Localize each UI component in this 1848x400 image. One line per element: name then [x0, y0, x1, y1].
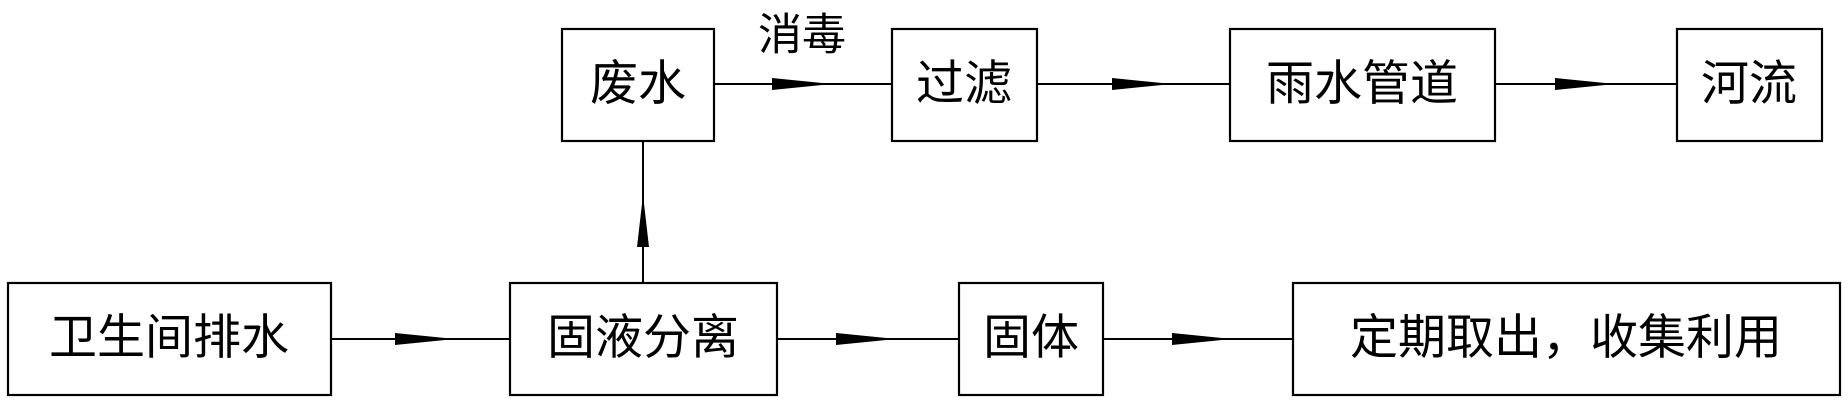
- node-wastewater-label: 废水: [590, 56, 686, 112]
- arrowhead-solid-to-collect: [1172, 333, 1232, 345]
- node-toilet-drain: 卫生间排水: [6, 281, 333, 397]
- arrowhead-toilet-drain-to-separation: [395, 333, 455, 345]
- node-solid: 固体: [957, 281, 1105, 397]
- node-filtration-box: [890, 27, 1039, 143]
- node-separation: 固液分离: [508, 281, 779, 397]
- arrowhead-separation-to-wastewater: [637, 195, 649, 247]
- edge-arrowheads: [395, 78, 1615, 345]
- node-separation-box: [508, 281, 779, 397]
- node-river: 河流: [1675, 27, 1824, 143]
- node-storm-pipe-label: 雨水管道: [1266, 56, 1458, 112]
- node-wastewater: 废水: [560, 27, 716, 143]
- node-river-box: [1675, 27, 1824, 143]
- node-river-label: 河流: [1701, 56, 1797, 112]
- node-toilet-drain-box: [6, 281, 333, 397]
- arrowhead-wastewater-to-filtration: [772, 78, 832, 90]
- node-separation-label: 固液分离: [547, 310, 739, 366]
- node-storm-pipe-box: [1228, 27, 1497, 143]
- node-filtration: 过滤: [890, 27, 1039, 143]
- node-wastewater-box: [560, 27, 716, 143]
- node-toilet-drain-label: 卫生间排水: [49, 310, 289, 366]
- node-collect: 定期取出，收集利用: [1291, 281, 1842, 397]
- node-collect-label: 定期取出，收集利用: [1350, 310, 1782, 366]
- arrowhead-filtration-to-storm-pipe: [1112, 78, 1172, 90]
- node-storm-pipe: 雨水管道: [1228, 27, 1497, 143]
- node-solid-label: 固体: [983, 310, 1079, 366]
- node-solid-box: [957, 281, 1105, 397]
- edge-label-disinfection: 消毒: [758, 10, 846, 61]
- arrowhead-storm-pipe-to-river: [1555, 78, 1615, 90]
- node-collect-box: [1291, 281, 1842, 397]
- arrowhead-separation-to-solid: [836, 333, 896, 345]
- node-filtration-label: 过滤: [916, 56, 1012, 112]
